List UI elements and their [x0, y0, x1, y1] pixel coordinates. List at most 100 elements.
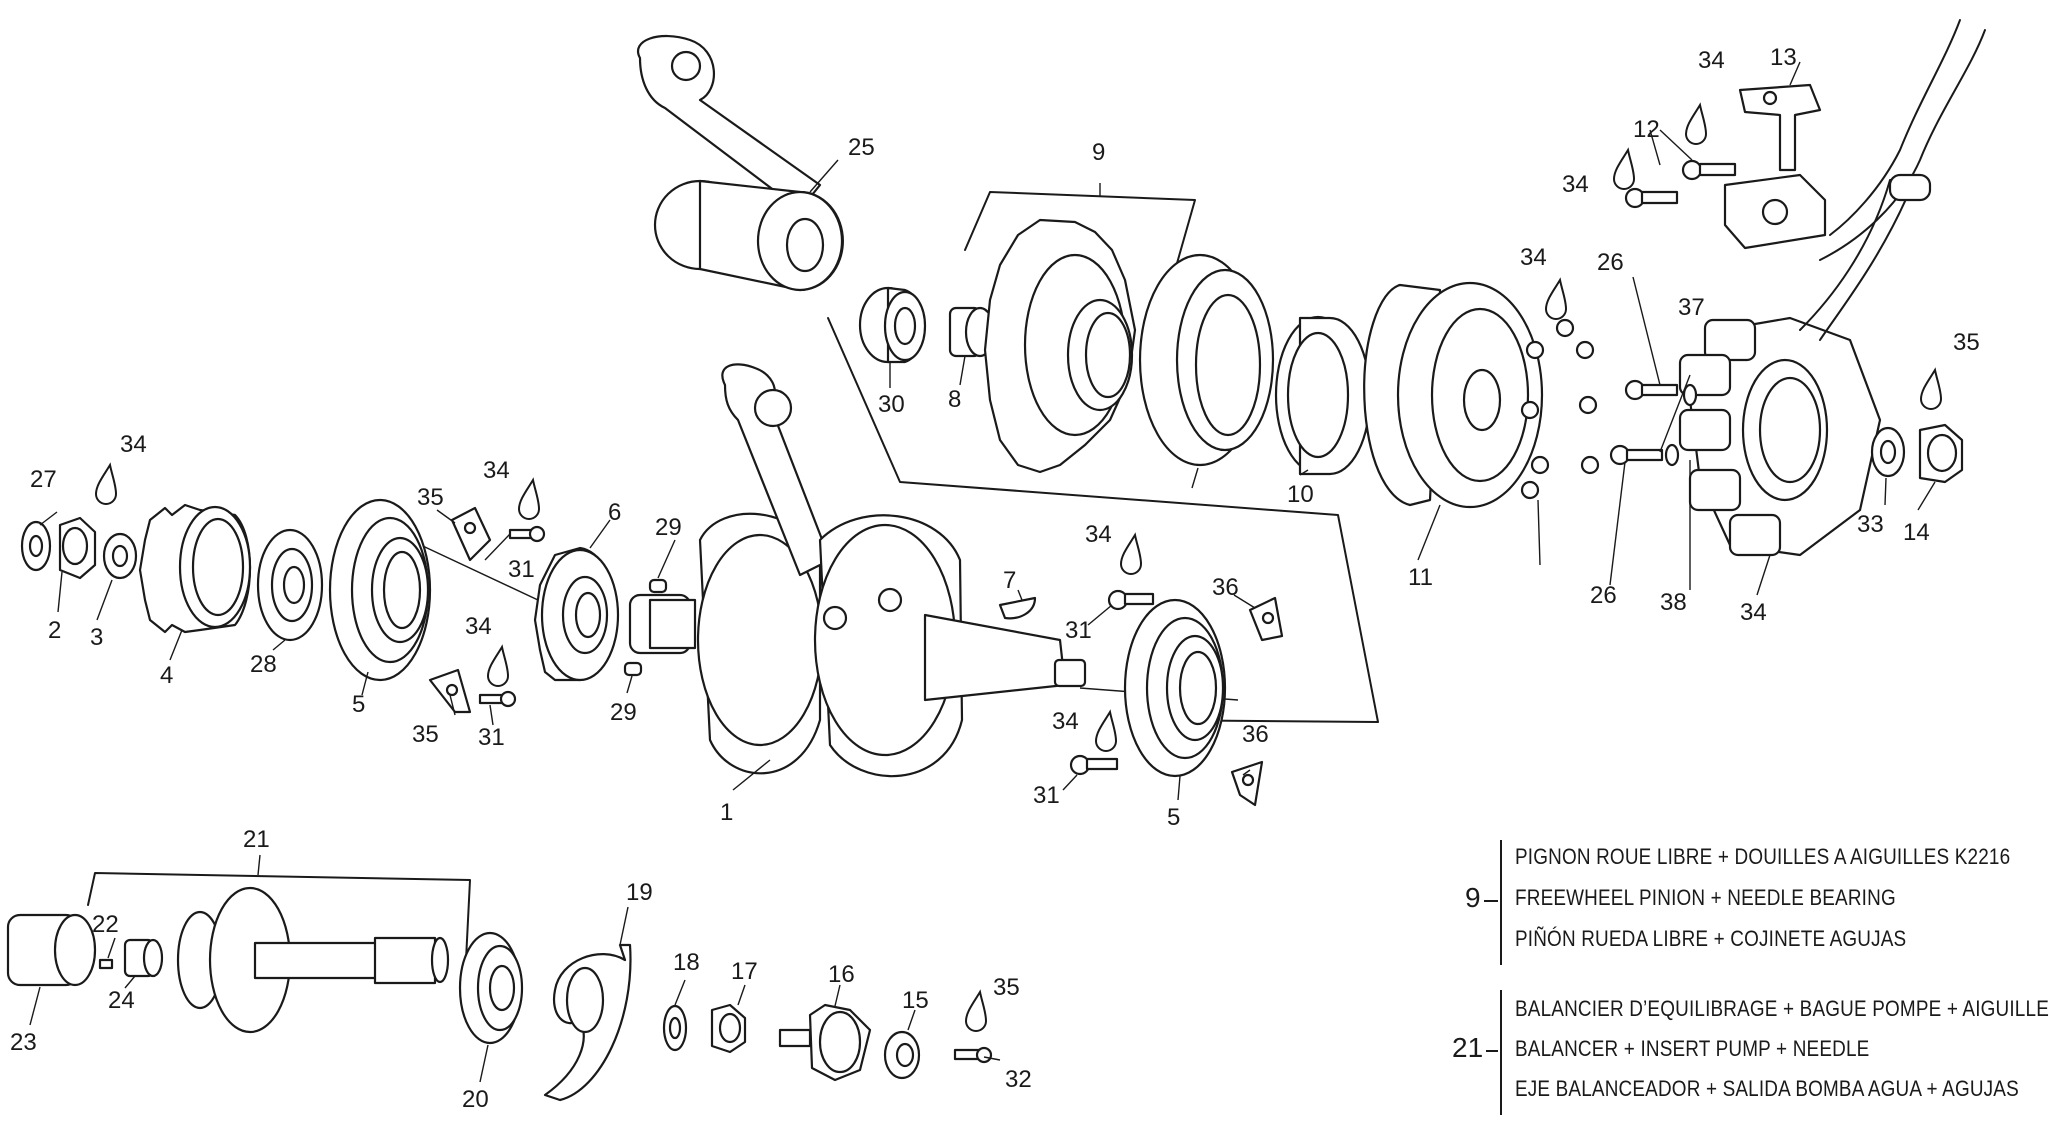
insert-24 — [123, 938, 164, 978]
callout-5-right: 5 — [1167, 804, 1180, 831]
callout-2: 2 — [48, 617, 61, 644]
callout-19: 19 — [626, 879, 653, 906]
callout-28: 28 — [250, 651, 277, 678]
balancer-shaft-21 — [176, 886, 450, 1034]
exploded-parts-diagram: 1 2 3 4 5 5 6 7 8 9 10 11 12 13 14 15 16… — [6, 19, 1986, 1113]
nut-2 — [58, 516, 97, 580]
bearing-15 — [883, 1030, 921, 1080]
legend-21-line-fr: BALANCIER D’EQUILIBRAGE + BAGUE POMPE + … — [1515, 996, 2049, 1021]
legend-group-21: 21 BALANCIER D’EQUILIBRAGE + BAGUE POMPE… — [1450, 990, 2049, 1120]
main-bearing-left-5 — [328, 498, 432, 682]
bracket-35-right-lower — [1230, 760, 1264, 807]
key-7 — [998, 596, 1037, 620]
balancer-weight-19 — [543, 943, 632, 1102]
gear-4 — [138, 503, 252, 634]
legend-9-line-fr: PIGNON ROUE LIBRE + DOUILLES A AIGUILLES… — [1515, 844, 2011, 869]
callout-34-h: 34 — [1698, 47, 1725, 74]
callout-27: 27 — [30, 466, 57, 493]
callout-18: 18 — [673, 949, 700, 976]
leader-lines — [29, 61, 1936, 1083]
callout-34-f: 34 — [1520, 244, 1547, 271]
callout-26-bottom: 26 — [1590, 582, 1617, 609]
callout-17: 17 — [731, 958, 758, 985]
callout-31-d: 31 — [1033, 782, 1060, 809]
main-bearing-right-5 — [1123, 598, 1227, 778]
callout-34-d: 34 — [1085, 521, 1112, 548]
connecting-rod-spare — [637, 34, 844, 292]
ignition-pickup — [1723, 173, 1827, 250]
callout-24: 24 — [108, 987, 135, 1014]
callout-7: 7 — [1003, 567, 1016, 594]
callout-35-c: 36 — [1212, 574, 1239, 601]
callout-35-a: 35 — [417, 484, 444, 511]
callout-31-a: 31 — [508, 556, 535, 583]
crankshaft — [628, 363, 1087, 778]
pin-29-bottom — [623, 661, 643, 677]
legend-group-9: 9 PIGNON ROUE LIBRE + DOUILLES A AIGUILL… — [1460, 840, 2010, 970]
group-21-bracket — [87, 872, 471, 961]
screw-31-bottom — [953, 1046, 993, 1064]
callout-9: 9 — [1092, 139, 1105, 166]
bush-30 — [858, 286, 927, 364]
legend-21-number: 21 — [1452, 1032, 1484, 1063]
callout-20: 20 — [462, 1086, 489, 1113]
callout-30: 30 — [878, 391, 905, 418]
bearing-20 — [458, 931, 524, 1045]
callout-36-top: 37 — [1678, 294, 1705, 321]
callout-34-j: 35 — [993, 974, 1020, 1001]
stator-33 — [1678, 316, 1882, 557]
washers-36 — [1664, 383, 1698, 467]
callout-14: 14 — [1903, 519, 1930, 546]
legend-9-number: 9 — [1465, 882, 1481, 913]
screw-12-lower — [1624, 187, 1679, 209]
flange-37 — [1138, 253, 1275, 467]
axis-line-left — [409, 539, 556, 609]
callout-16: 16 — [828, 961, 855, 988]
callout-34-i: 35 — [1953, 329, 1980, 356]
bearing-28 — [256, 528, 324, 642]
crankshaft-assembly-outline — [827, 317, 1379, 723]
callout-22: 22 — [92, 911, 119, 938]
callout-26-top: 26 — [1597, 249, 1624, 276]
callout-33: 34 — [1740, 599, 1767, 626]
callout-4: 4 — [160, 662, 173, 689]
callout-3: 3 — [90, 624, 103, 651]
callout-34-b: 34 — [483, 457, 510, 484]
washer-27 — [20, 520, 52, 572]
bracket-35-lower-left — [428, 668, 472, 714]
washer-18 — [662, 1004, 688, 1052]
callout-1: 1 — [720, 799, 733, 826]
washer-32 — [1870, 426, 1906, 478]
callout-36-bottom: 38 — [1660, 589, 1687, 616]
legend-21-dash — [1486, 1050, 1498, 1052]
screw-31-center — [1107, 589, 1155, 611]
legend-9-bracket — [1500, 840, 1502, 965]
screws-26 — [1609, 379, 1679, 466]
needle-bearing-23 — [6, 913, 97, 987]
screw-31-upper-left — [508, 525, 546, 543]
callout-31-b: 31 — [478, 724, 505, 751]
freewheel-pinion-9 — [983, 218, 1137, 474]
nut-17 — [710, 1003, 747, 1054]
nut-14 — [1918, 423, 1964, 484]
callout-10: 10 — [1287, 481, 1314, 508]
legend-9-dash — [1484, 900, 1498, 902]
pin-29-top — [648, 578, 668, 594]
callout-11: 11 — [1408, 564, 1433, 591]
callout-34-c: 34 — [465, 613, 492, 640]
pump-gear-16 — [778, 1003, 872, 1082]
callout-34-a: 34 — [120, 431, 147, 458]
seal-10 — [1274, 315, 1372, 476]
callout-23: 23 — [10, 1029, 37, 1056]
callout-25: 25 — [848, 134, 875, 161]
screw-31-lower-left — [478, 690, 517, 708]
legend-21-line-en: BALANCER + INSERT PUMP + NEEDLE — [1515, 1036, 1870, 1061]
drops-34 — [94, 102, 1943, 1032]
gear-6 — [533, 546, 620, 682]
legend-21-bracket — [1500, 990, 1502, 1115]
callout-12: 12 — [1633, 116, 1660, 143]
callout-8: 8 — [948, 386, 961, 413]
legend-21-line-es: EJE BALANCEADOR + SALIDA BOMBA AGUA + AG… — [1515, 1076, 2019, 1101]
callout-21: 21 — [243, 826, 270, 853]
callout-35-d: 36 — [1242, 721, 1269, 748]
